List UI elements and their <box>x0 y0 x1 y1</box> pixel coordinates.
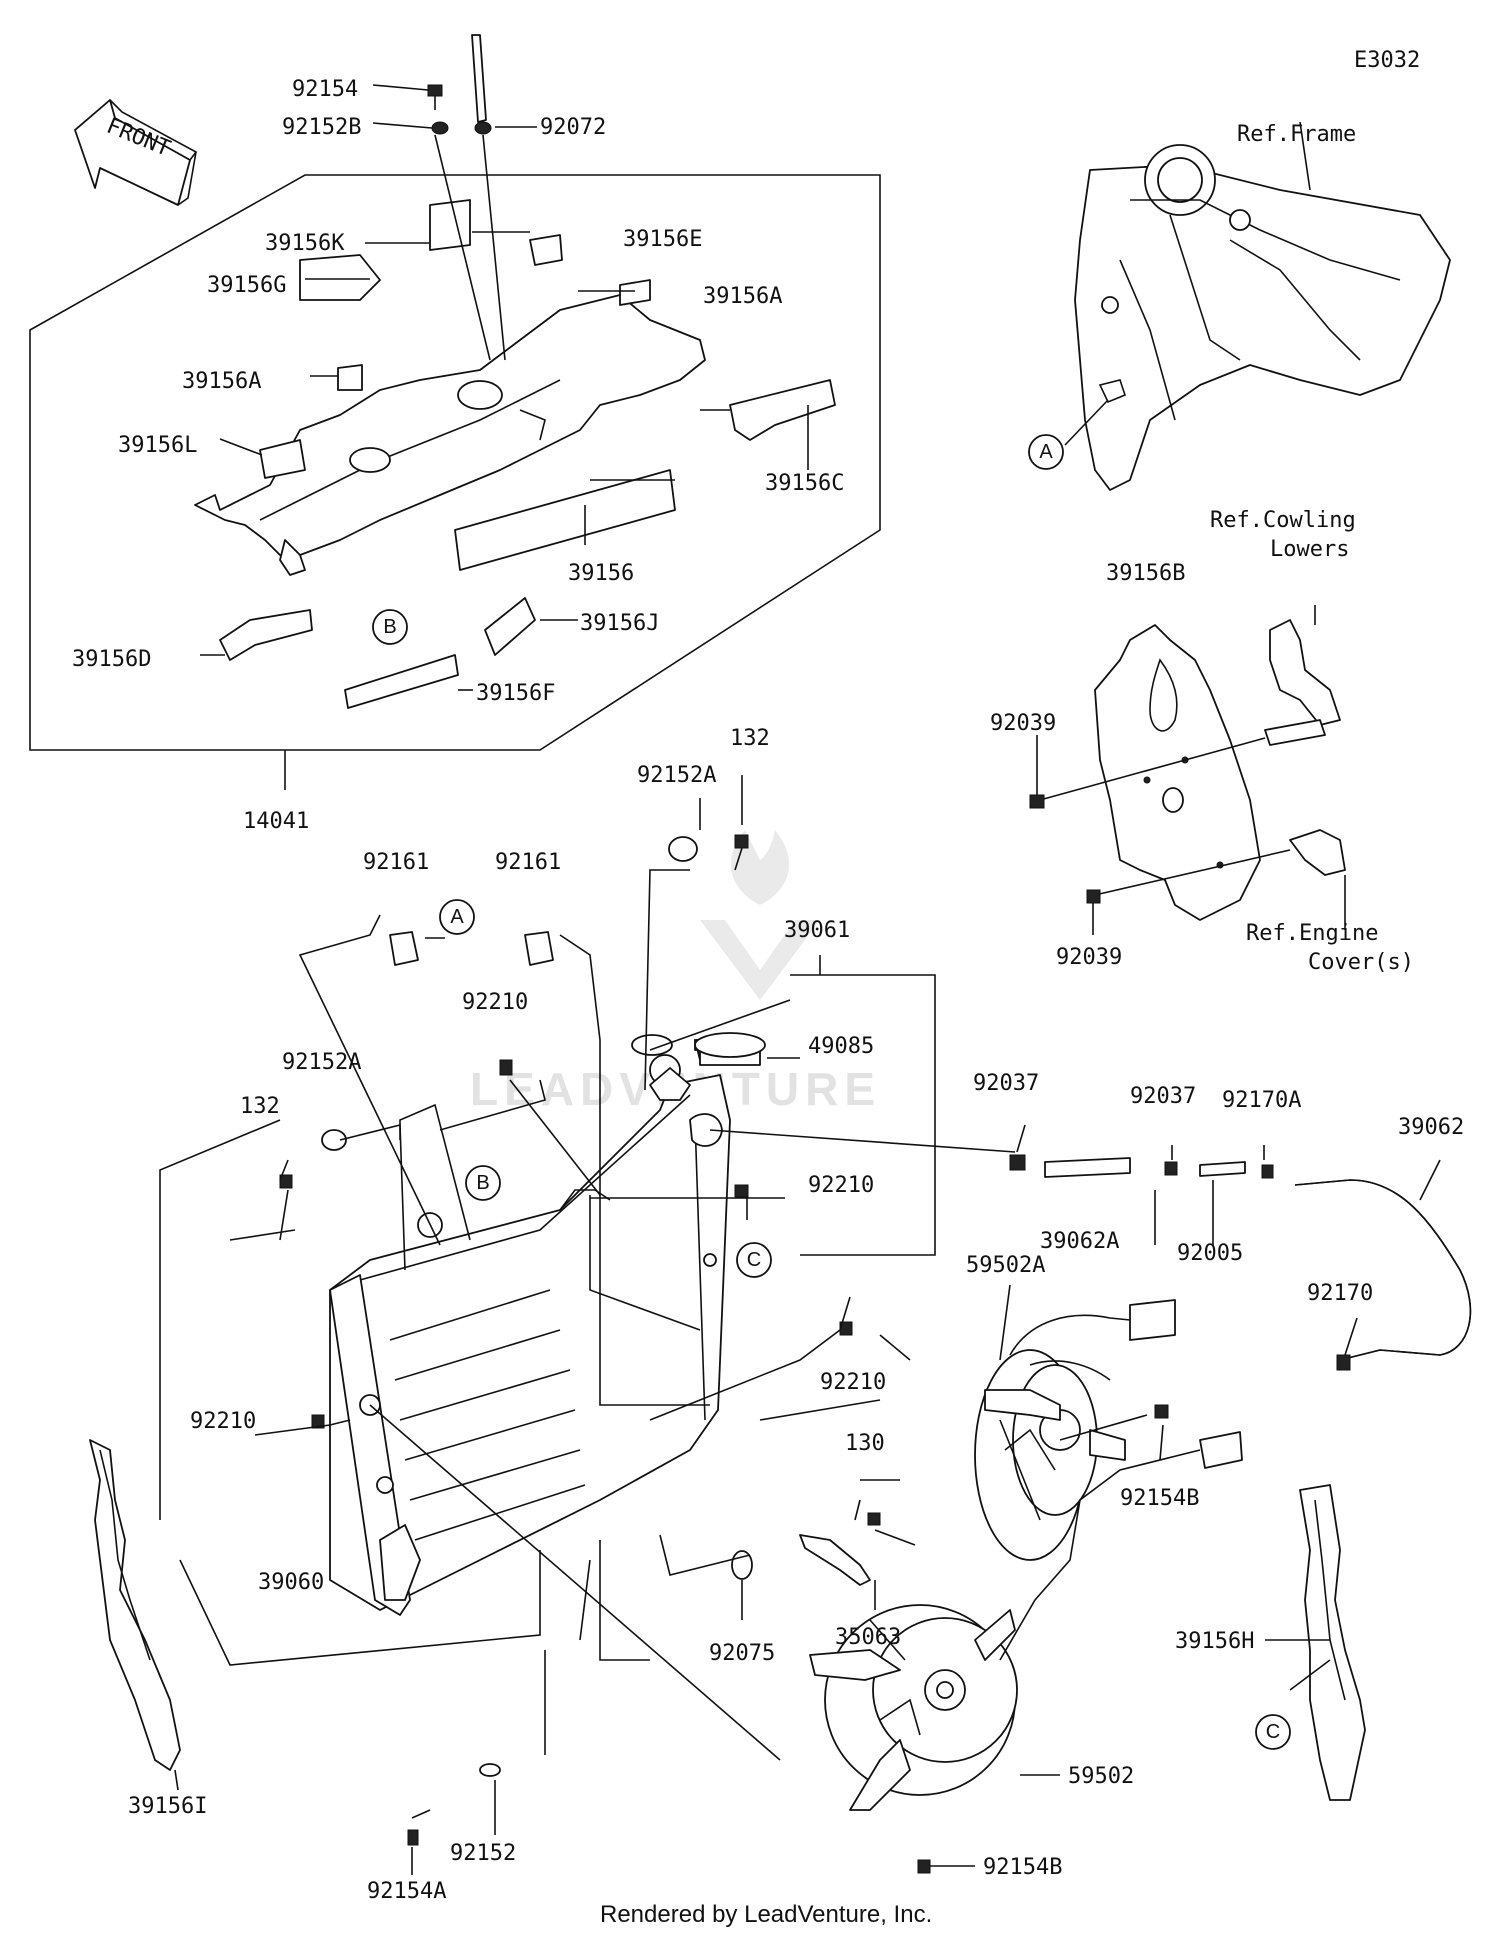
label-39156F: 39156F <box>476 681 555 706</box>
label-49085: 49085 <box>808 1034 874 1059</box>
fan-59502A <box>974 1299 1176 1561</box>
label-92039-1: 92039 <box>990 711 1056 736</box>
label-35063: 35063 <box>835 1625 901 1650</box>
label-39156E: 39156E <box>623 227 702 252</box>
label-92210-4: 92210 <box>820 1370 886 1395</box>
diagram-code: E3032 <box>1354 48 1420 73</box>
ref-frame: Ref.Frame <box>1237 122 1356 147</box>
label-39156J: 39156J <box>580 611 659 636</box>
label-39156D: 39156D <box>72 647 151 672</box>
callout-A-frame: A <box>1028 434 1064 470</box>
callout-B-radiator: B <box>465 1165 501 1201</box>
label-39156L: 39156L <box>118 433 197 458</box>
label-39156G: 39156G <box>207 273 286 298</box>
label-92152: 92152 <box>450 1841 516 1866</box>
ref-cowling-1: Ref.Cowling <box>1210 508 1356 533</box>
label-39156A-1: 39156A <box>703 284 782 309</box>
label-92161-2: 92161 <box>495 850 561 875</box>
label-39060: 39060 <box>258 1570 324 1595</box>
labels: E3032 Ref.Frame Ref.Cowling Lowers Ref.E… <box>72 48 1464 1928</box>
fan-59502 <box>809 1431 1243 1811</box>
label-92210-2: 92210 <box>808 1173 874 1198</box>
label-92152B: 92152B <box>282 115 361 140</box>
label-92170A: 92170A <box>1222 1088 1301 1113</box>
svg-text:A: A <box>450 906 464 928</box>
ref-engine-2: Cover(s) <box>1308 950 1414 975</box>
label-92075: 92075 <box>709 1641 775 1666</box>
foam-pads <box>219 199 836 709</box>
label-92037-1: 92037 <box>973 1071 1039 1096</box>
callout-C-radiator: C <box>736 1242 772 1278</box>
ref-engine-1: Ref.Engine <box>1246 921 1378 946</box>
label-59502: 59502 <box>1068 1764 1134 1789</box>
label-39156A-2: 39156A <box>182 369 261 394</box>
label-39156B: 39156B <box>1106 561 1185 586</box>
label-132-1: 132 <box>730 726 770 751</box>
radiator-39060 <box>329 1034 761 1616</box>
callout-A-grommet: A <box>439 899 475 935</box>
label-92161-1: 92161 <box>363 850 429 875</box>
frame-reference <box>1064 121 1451 491</box>
callout-C-shroud: C <box>1255 1714 1291 1750</box>
hose-39062 <box>1009 1154 1472 1371</box>
label-39156: 39156 <box>568 561 634 586</box>
footer-credit: Rendered by LeadVenture, Inc. <box>600 1901 932 1928</box>
svg-text:A: A <box>1039 441 1053 463</box>
label-92154B-1: 92154B <box>1120 1486 1199 1511</box>
label-39156I: 39156I <box>128 1794 207 1819</box>
label-59502A: 59502A <box>966 1253 1045 1278</box>
side-bracket-39156B <box>1029 605 1346 935</box>
label-92072: 92072 <box>540 115 606 140</box>
label-39062A: 39062A <box>1040 1229 1119 1254</box>
top-fasteners <box>427 34 492 135</box>
assembly-leaders <box>159 775 1441 1875</box>
svg-text:C: C <box>747 1249 761 1271</box>
label-92152A-2: 92152A <box>282 1050 361 1075</box>
label-92154A: 92154A <box>367 1879 446 1904</box>
callout-B-kit: B <box>372 609 408 645</box>
label-132-2: 132 <box>240 1094 280 1119</box>
svg-text:B: B <box>476 1172 489 1194</box>
label-92210-3: 92210 <box>190 1409 256 1434</box>
label-92037-2: 92037 <box>1130 1084 1196 1109</box>
front-arrow: FRONT <box>74 99 198 206</box>
svg-text:C: C <box>1266 1721 1280 1743</box>
shroud-39156I <box>89 1439 181 1771</box>
label-39156H: 39156H <box>1175 1629 1254 1654</box>
label-92210-1: 92210 <box>462 990 528 1015</box>
svg-text:B: B <box>383 616 396 638</box>
label-39156C: 39156C <box>765 471 844 496</box>
label-39061: 39061 <box>784 918 850 943</box>
radiator-cap-49085 <box>694 1032 766 1066</box>
label-92005: 92005 <box>1177 1241 1243 1266</box>
label-92154: 92154 <box>292 77 358 102</box>
label-92154B-2: 92154B <box>983 1855 1062 1880</box>
label-39156K: 39156K <box>265 231 345 256</box>
kit-leaders <box>200 84 809 691</box>
label-92152A-1: 92152A <box>637 763 716 788</box>
label-130: 130 <box>845 1431 885 1456</box>
kit-outline-14041 <box>29 174 881 790</box>
label-92170: 92170 <box>1307 1281 1373 1306</box>
label-14041: 14041 <box>243 809 309 834</box>
ref-cowling-2: Lowers <box>1270 537 1349 562</box>
radiator-stay-bracket <box>194 294 706 576</box>
label-92039-2: 92039 <box>1056 945 1122 970</box>
label-39062: 39062 <box>1398 1115 1464 1140</box>
shroud-39156H <box>1299 1484 1366 1801</box>
